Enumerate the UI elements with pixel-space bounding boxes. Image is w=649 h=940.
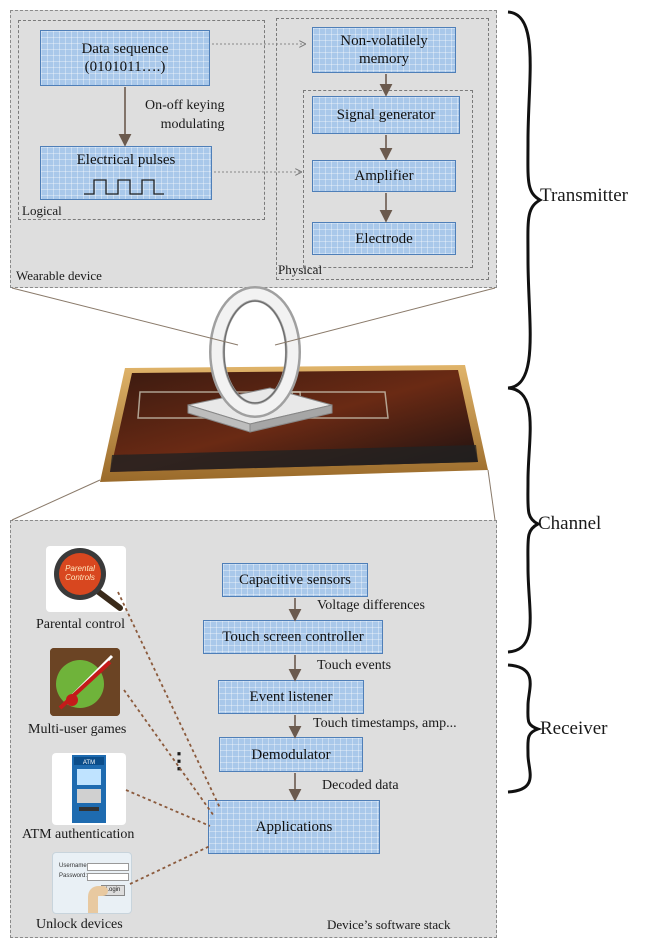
fruit-ninja-icon [50,648,120,716]
atm-icon-text: ATM [83,760,95,766]
capacitive-sensors-text: Capacitive sensors [238,572,352,588]
username-label: Username: [59,863,89,869]
electrode-box: Electrode [312,222,456,255]
receiver-label: Receiver [540,718,608,739]
software-stack-label: Device’s software stack [327,917,451,932]
parental-controls-icon: Parental Controls [46,546,126,612]
decoded-data-label: Decoded data [322,778,399,793]
password-label: Password: [59,873,88,879]
wearable-device-label: Wearable device [16,268,102,283]
signal-generator-box: Signal generator [312,96,460,134]
demodulator-box: Demodulator [219,737,363,772]
username-field [87,863,129,871]
zoom-line-bottom-right [487,469,496,521]
tablet-image [100,365,488,482]
amplifier-box: Amplifier [312,160,456,192]
event-listener-box: Event listener [218,680,364,714]
amplifier-text: Amplifier [354,168,414,184]
receiver-brace [507,663,543,794]
zoom-line-top-left [11,287,239,346]
ring-wearable-image [187,286,333,433]
demodulator-text: Demodulator [251,746,331,763]
parental-icon-line1: Parental [65,564,95,573]
voltage-differences-label: Voltage differences [317,598,425,613]
data-sequence-text: Data sequence (0101011….) [81,41,169,75]
non-volatile-memory-box: Non-volatilely memory [312,27,456,73]
atm-authentication-label: ATM authentication [22,827,135,842]
applications-text: Applications [255,819,333,835]
event-listener-text: Event listener [249,689,333,705]
zoom-line-top-right [274,287,496,346]
non-volatile-memory-text: Non-volatilely memory [340,33,428,67]
multi-user-games-label: Multi-user games [28,722,127,737]
atm-icon: ATM [52,753,126,825]
logical-label: Logical [22,203,62,218]
touch-events-label: Touch events [317,658,392,673]
transmitter-label: Transmitter [540,185,628,206]
transmitter-brace [507,10,544,390]
parental-icon-line2: Controls [65,573,95,582]
physical-label: Physical [278,262,323,277]
parental-control-label: Parental control [36,617,126,632]
data-sequence-box: Data sequence (0101011….) [40,30,210,86]
logical-region [18,20,265,220]
touch-timestamps-label: Touch timestamps, amp... [313,716,457,731]
electrical-pulses-text: Electrical pulses [76,152,176,168]
login-screen-icon: Username: Password: Login [52,852,132,914]
electrical-pulses-box: Electrical pulses [40,146,212,200]
channel-label: Channel [538,513,602,534]
unlock-devices-label: Unlock devices [36,917,123,932]
password-field [87,873,129,881]
ook-label: On-off keying modulating [145,98,225,132]
signal-generator-text: Signal generator [336,107,436,123]
channel-brace [507,386,542,654]
physical-region [276,18,489,280]
electrode-text: Electrode [355,230,413,247]
capacitive-sensors-box: Capacitive sensors [222,563,368,597]
ellipsis-icon: ⋮ [168,748,190,773]
touch-controller-text: Touch screen controller [222,629,364,645]
touch-controller-box: Touch screen controller [203,620,383,654]
zoom-line-bottom-left [11,479,101,521]
applications-box: Applications [208,800,380,854]
